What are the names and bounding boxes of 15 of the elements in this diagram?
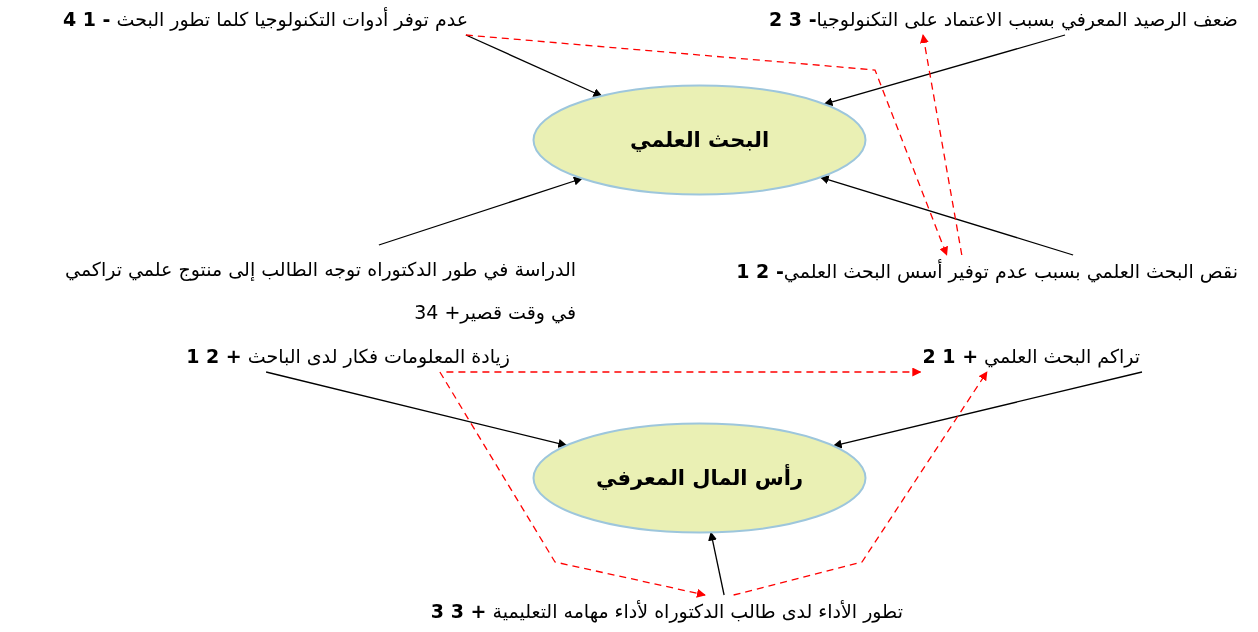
text-label: الدراسة في طور الدكتوراه توجه الطالب إلى منتوج علمي تراكمي في وقت قصير+ 34 — [54, 245, 578, 337]
arrow — [439, 371, 706, 598]
arrow — [832, 371, 1143, 449]
arrow — [445, 367, 922, 377]
arrow — [823, 34, 1066, 107]
arrow — [465, 34, 603, 97]
arrow — [265, 371, 568, 448]
ellipse-node: البحث العلمي — [532, 84, 867, 196]
arrow — [920, 34, 963, 256]
arrow — [708, 531, 725, 596]
ellipse-node: رأس المال المعرفي — [532, 422, 867, 534]
arrow — [732, 371, 988, 596]
arrow — [819, 175, 1074, 256]
arrow — [378, 176, 583, 246]
arrow — [465, 34, 948, 256]
